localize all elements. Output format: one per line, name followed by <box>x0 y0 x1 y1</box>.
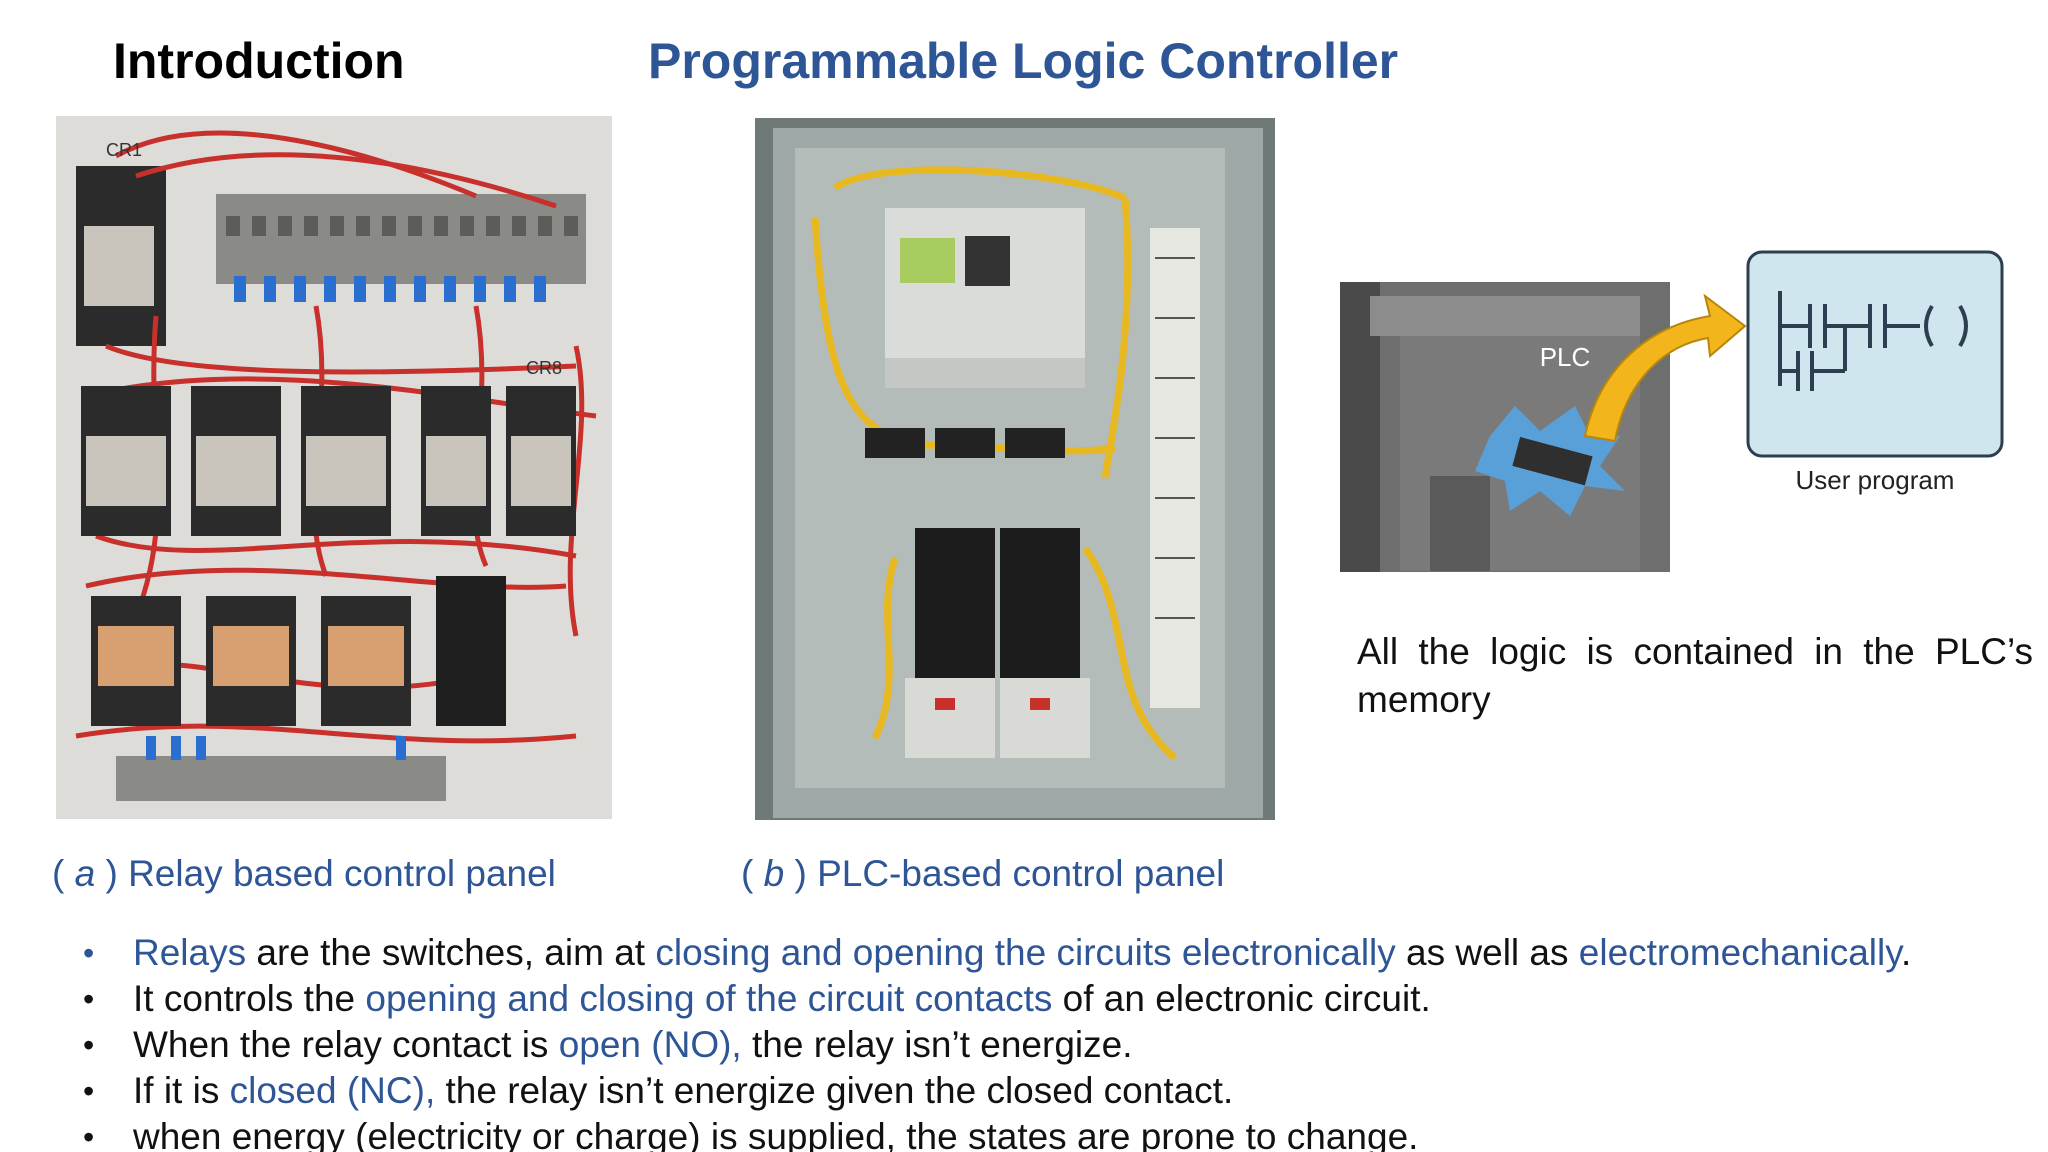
plc-device-label: PLC <box>1540 342 1591 372</box>
bullet-item: It controls the opening and closing of t… <box>80 976 2040 1022</box>
bullet-item: If it is closed (NC), the relay isn’t en… <box>80 1068 2040 1114</box>
slide-title: Programmable Logic Controller <box>648 33 1399 89</box>
ladder-logic-icon <box>1778 291 1968 391</box>
section-heading: Introduction <box>113 33 405 89</box>
relay-label-cr8: CR8 <box>526 358 562 378</box>
bullet-item: Relays are the switches, aim at closing … <box>80 930 2040 976</box>
bullet-item: When the relay contact is open (NO), the… <box>80 1022 2040 1068</box>
memory-chip-icon <box>1512 436 1593 486</box>
caption-relay-panel: ( a ) Relay based control panel <box>52 853 556 894</box>
bullet-item: when energy (electricity or charge) is s… <box>80 1114 2040 1152</box>
relay-label-cr1: CR1 <box>106 140 142 160</box>
relay-bullet-list: Relays are the switches, aim at closing … <box>80 930 2040 1152</box>
program-arrow-icon <box>1583 293 1747 443</box>
user-program-box <box>1746 250 2004 458</box>
plc-panel-photo <box>755 118 1275 820</box>
user-program-label: User program <box>1796 465 1955 495</box>
plc-memory-note: All the logic is contained in the PLC’s … <box>1357 631 2033 720</box>
caption-plc-panel: ( b ) PLC-based control panel <box>741 853 1225 894</box>
relay-panel-photo: CR1 CR8 <box>56 116 612 819</box>
plc-illustration: PLC User program <box>1340 246 2010 576</box>
